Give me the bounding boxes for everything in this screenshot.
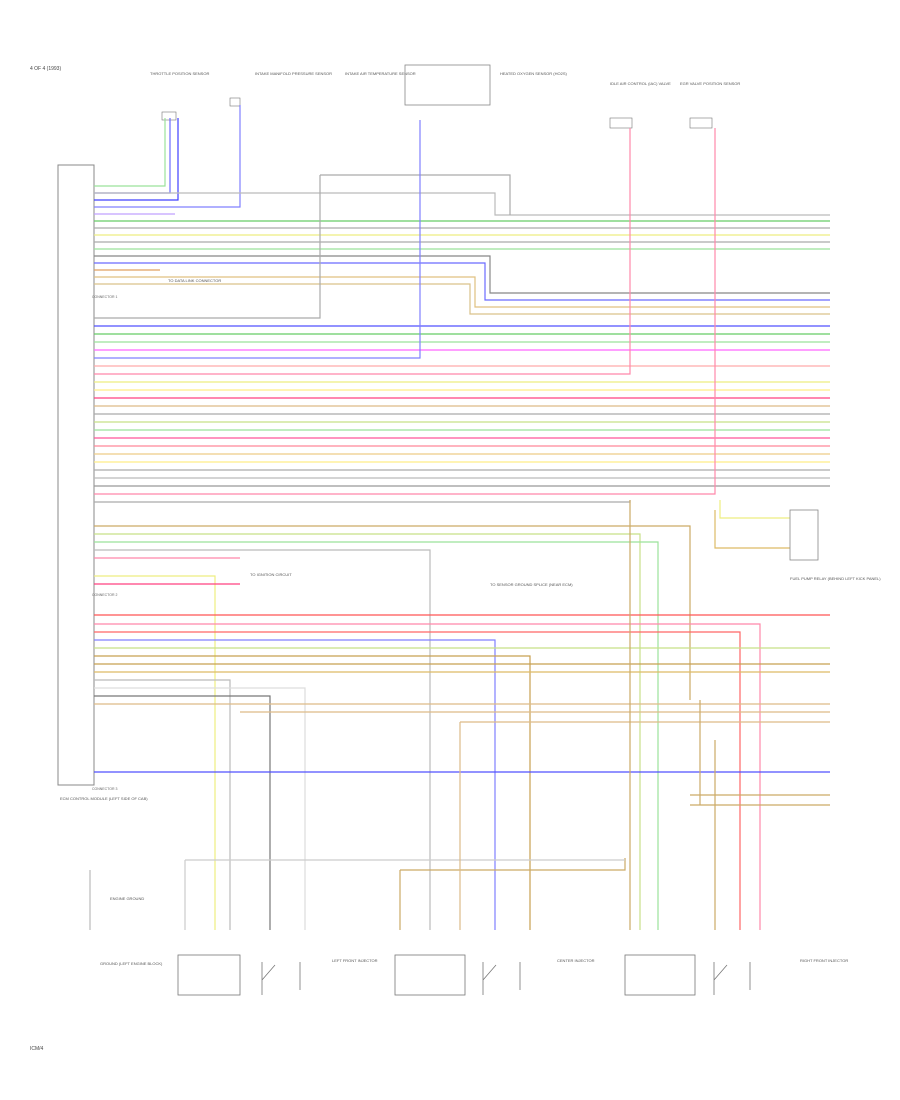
relay-box — [789, 509, 819, 561]
ecm-label: ECM CONTROL MODULE (LEFT SIDE OF CAB) — [60, 796, 148, 801]
comp-right-injector: RIGHT FRONT INJECTOR — [800, 958, 848, 963]
comp-map: INTAKE MANIFOLD PRESSURE SENSOR — [255, 71, 332, 76]
note-dlc: TO DATA LINK CONNECTOR — [168, 278, 221, 283]
note-ground: TO SENSOR GROUND SPLICE (NEAR ECM) — [490, 582, 573, 587]
comp-ho2s: HEATED OXYGEN SENSOR (HO2S) — [500, 71, 567, 76]
page-title: 4 OF 4 (1993) — [30, 66, 61, 72]
group-label-2: CONNECTOR 2 — [92, 593, 117, 597]
ground-sub: GROUND (LEFT ENGINE BLOCK) — [100, 961, 163, 966]
ho2s-box — [404, 64, 491, 106]
group-label-1: CONNECTOR 1 — [92, 295, 117, 299]
wire-harness — [94, 105, 830, 930]
comp-center-injector: CENTER INJECTOR — [557, 958, 595, 963]
bottom-components — [177, 954, 751, 996]
ground-label: ENGINE GROUND — [110, 896, 144, 901]
comp-left-injector: LEFT FRONT INJECTOR — [332, 958, 378, 963]
top-components: THROTTLE POSITION SENSOR INTAKE MANIFOLD… — [150, 64, 740, 129]
note-ignition: TO IGNITION CIRCUIT — [250, 572, 292, 577]
group-label-3: CONNECTOR 3 — [92, 787, 117, 791]
note-relay: FUEL PUMP RELAY (BEHIND LEFT KICK PANEL) — [790, 576, 881, 581]
ecm-connector: ECM CONTROL MODULE (LEFT SIDE OF CAB) CO… — [57, 164, 148, 801]
comp-iat: INTAKE AIR TEMPERATURE SENSOR — [345, 71, 416, 76]
comp-egr: EGR VALVE POSITION SENSOR — [680, 81, 740, 86]
comp-tps: THROTTLE POSITION SENSOR — [150, 71, 209, 76]
page-ref: ICM/4 — [30, 1046, 44, 1052]
comp-iac: IDLE AIR CONTROL (IAC) VALVE — [610, 81, 671, 86]
